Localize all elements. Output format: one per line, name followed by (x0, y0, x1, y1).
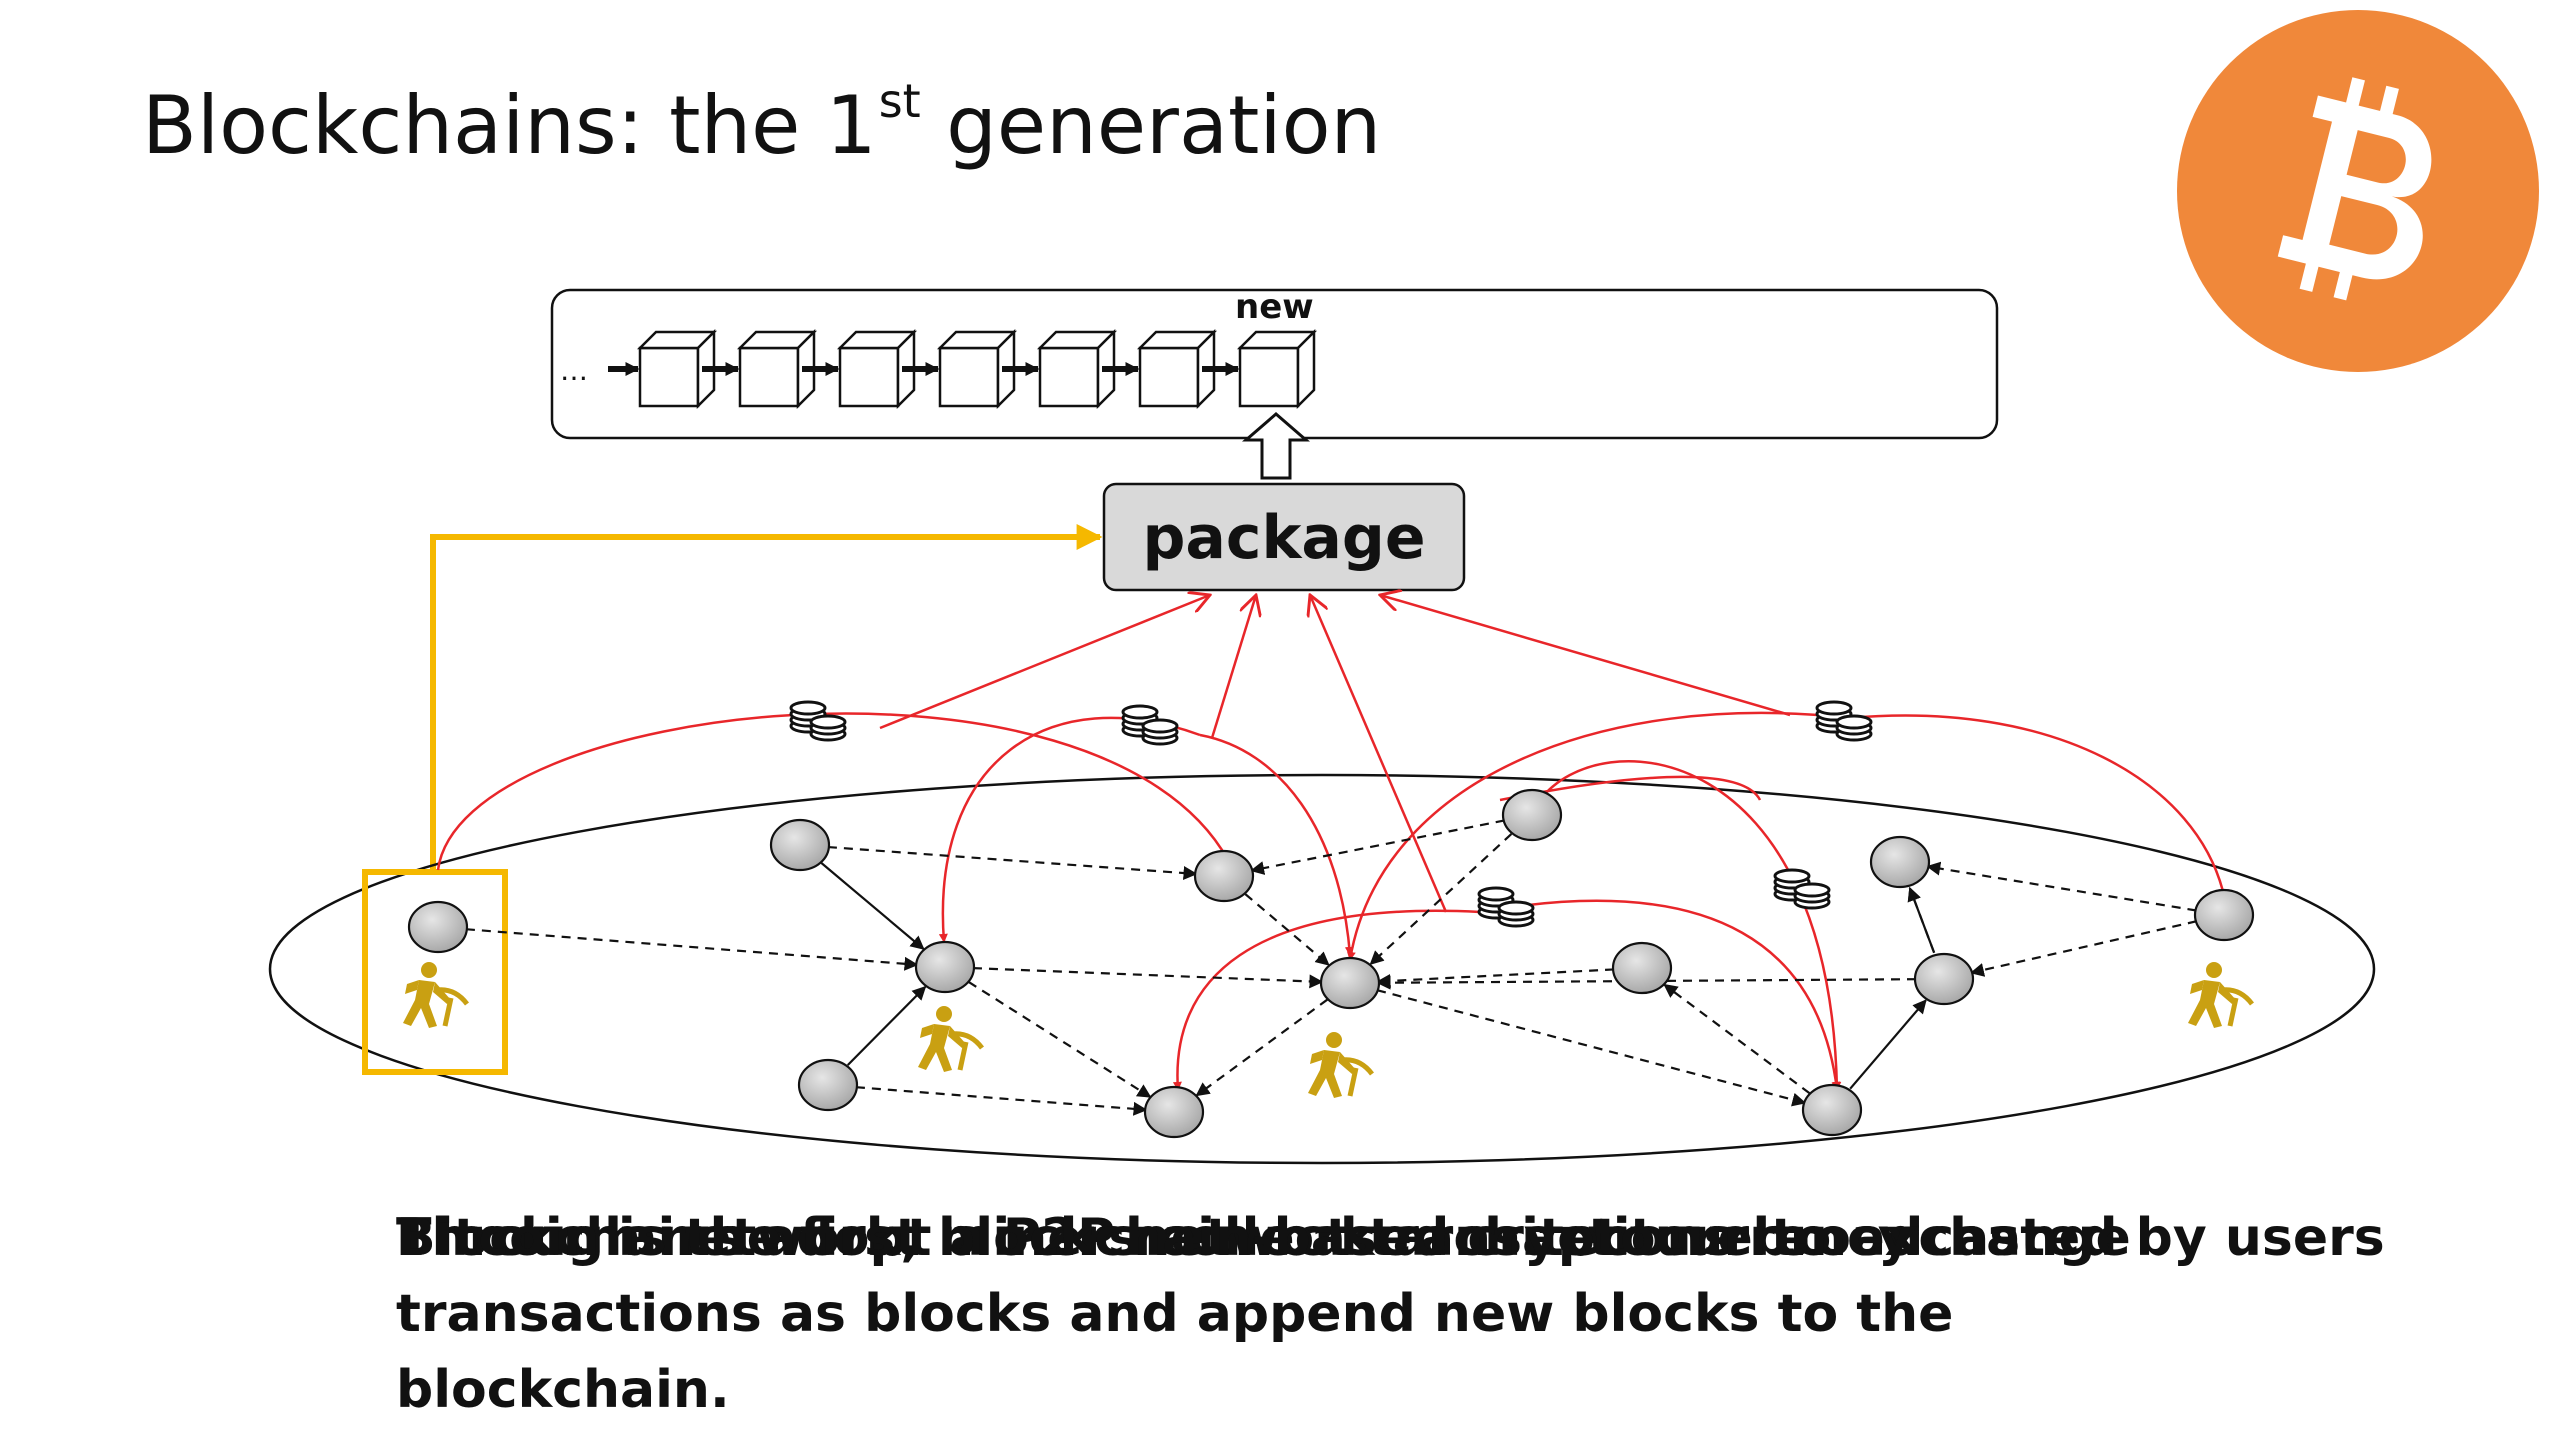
chain-ellipsis: … (560, 354, 588, 387)
dashed-edge (1663, 983, 1811, 1095)
coin-stack-icon (1121, 704, 1179, 746)
dashed-edge (968, 981, 1152, 1098)
caption-overlap-3: Bitcoin is the first blockchain-based cr… (396, 1208, 1912, 1268)
miner-icon (2188, 962, 2252, 1028)
coin-stack-icon (1815, 700, 1873, 742)
miner-icon (918, 1006, 982, 1072)
network-node (1193, 849, 1255, 903)
dashed-edge (1376, 968, 1615, 988)
dashed-edge (465, 928, 919, 971)
broadcast-edges (436, 595, 2227, 1091)
caption-overlap-2: Blockchains adopt a P2P network architec… (396, 1208, 2131, 1268)
network-node (1801, 1083, 1863, 1137)
package-box (1102, 482, 1466, 592)
block (736, 328, 818, 410)
append-arrow (1241, 412, 1311, 480)
caption-line-2: transactions as blocks and append new bl… (396, 1284, 1954, 1420)
network-node (1319, 956, 1381, 1010)
network-nodes (407, 788, 2255, 1139)
new-block (1236, 328, 1318, 410)
miner-to-package-path (430, 524, 1103, 872)
dashed-edge (1250, 819, 1505, 875)
dashed-edge (1376, 989, 1807, 1107)
caption: Through network, miners collect transact… (396, 1200, 2385, 1428)
network-node (407, 900, 469, 954)
block (936, 328, 1018, 410)
network-node (1501, 788, 1563, 842)
block (1136, 328, 1218, 410)
caption-overlapping-line: Through network, miners collect transact… (396, 1200, 2385, 1276)
network-node (2193, 888, 2255, 942)
solid-edge (1849, 999, 1927, 1090)
dashed-edge (1926, 861, 2197, 912)
block (636, 328, 718, 410)
dashed-edge (1244, 893, 1330, 966)
coin-stack-icon (1773, 868, 1831, 910)
block (1036, 328, 1118, 410)
caption-overlap-1: Through network, miners collect transact… (396, 1208, 2385, 1268)
network-node (769, 818, 831, 872)
network-edges (465, 819, 2197, 1116)
bitcoin-logo-icon (2177, 10, 2539, 372)
blockchain (608, 328, 1318, 410)
solid-edge (1907, 886, 1936, 954)
dashed-edge (1195, 998, 1329, 1097)
p2p-network (268, 773, 2376, 1165)
block (836, 328, 918, 410)
miner-icon (1308, 1032, 1372, 1098)
solid-edge (820, 862, 925, 950)
dashed-edge (1969, 920, 2197, 977)
dashed-edge (1376, 975, 1917, 990)
solid-edge (846, 985, 927, 1066)
network-node (1869, 835, 1931, 889)
dashed-edge (827, 845, 1198, 881)
coin-stack-icon (789, 700, 847, 742)
coin-stack-icon (1477, 886, 1535, 928)
highlighted-miner-box (362, 869, 508, 1075)
dashed-edge (972, 967, 1324, 989)
network-node (1913, 952, 1975, 1006)
network-node (914, 940, 976, 994)
network-node (1143, 1085, 1205, 1139)
new-block-label: new (1235, 287, 1314, 327)
slide-title: Blockchains: the 1st generation (142, 74, 1382, 172)
dashed-edge (855, 1086, 1148, 1116)
package-label: package (1142, 503, 1425, 573)
network-node (797, 1058, 859, 1112)
miner-icon (403, 962, 467, 1028)
network-node (1611, 941, 1673, 995)
